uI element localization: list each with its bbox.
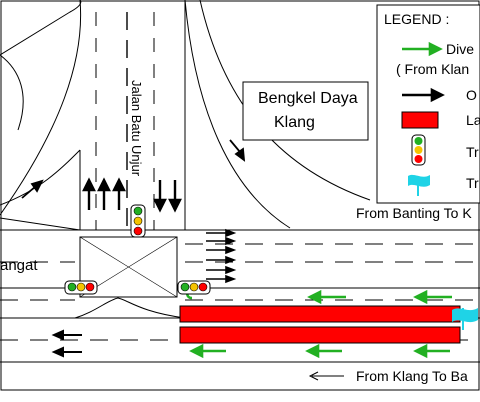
- traffic-light-vertical: [130, 204, 146, 238]
- black-arrow-icon: [402, 87, 445, 103]
- legend-item-label: ( From Klan: [396, 61, 469, 77]
- thin-arrow-west-icon: [308, 371, 344, 381]
- road-left-slip: [0, 149, 81, 206]
- lane-closure-lower: [179, 326, 461, 344]
- left-road-label: angat: [0, 257, 38, 274]
- black-arrows-east: [206, 228, 237, 284]
- from-banting-label: From Banting To K: [356, 205, 472, 221]
- median-island: [74, 297, 186, 319]
- road-vertical-label: Jalan Batu Unjur: [129, 80, 144, 177]
- road-right-flare: [184, 0, 291, 229]
- legend-item-label: Dive: [446, 41, 474, 57]
- lane-closure-upper: [179, 305, 461, 323]
- legend-item-label: Tr: [466, 175, 479, 191]
- place-label-line2: Klang: [274, 114, 315, 131]
- black-arrows-diagonal: [21, 139, 246, 199]
- road-edge-top-left: [0, 0, 82, 56]
- legend-title: LEGEND :: [384, 11, 449, 27]
- traffic-light-icon: [411, 134, 426, 166]
- black-arrows-vertical: [82, 177, 182, 213]
- black-arrows-west: [51, 329, 82, 358]
- red-lane-closure-icon: [401, 111, 439, 129]
- road-left-slip-edge: [0, 217, 81, 231]
- legend-item-label: O: [466, 87, 477, 103]
- legend-box: [376, 4, 480, 204]
- green-arrow-icon: [402, 41, 443, 57]
- cyan-flag-icon: [452, 308, 478, 330]
- traffic-light-right: [177, 280, 211, 295]
- cyan-flag-icon: [408, 174, 430, 196]
- legend-item-label: Tr: [466, 144, 479, 160]
- road-edge-left-curve: [0, 0, 82, 216]
- place-label-line1: Bengkel Daya: [258, 90, 358, 107]
- place-box: [242, 81, 369, 141]
- traffic-light-left: [64, 280, 98, 295]
- from-klang-label: From Klang To Ba: [356, 368, 468, 384]
- legend-item-label: La: [466, 112, 480, 128]
- road-edge-left-inner: [0, 54, 24, 131]
